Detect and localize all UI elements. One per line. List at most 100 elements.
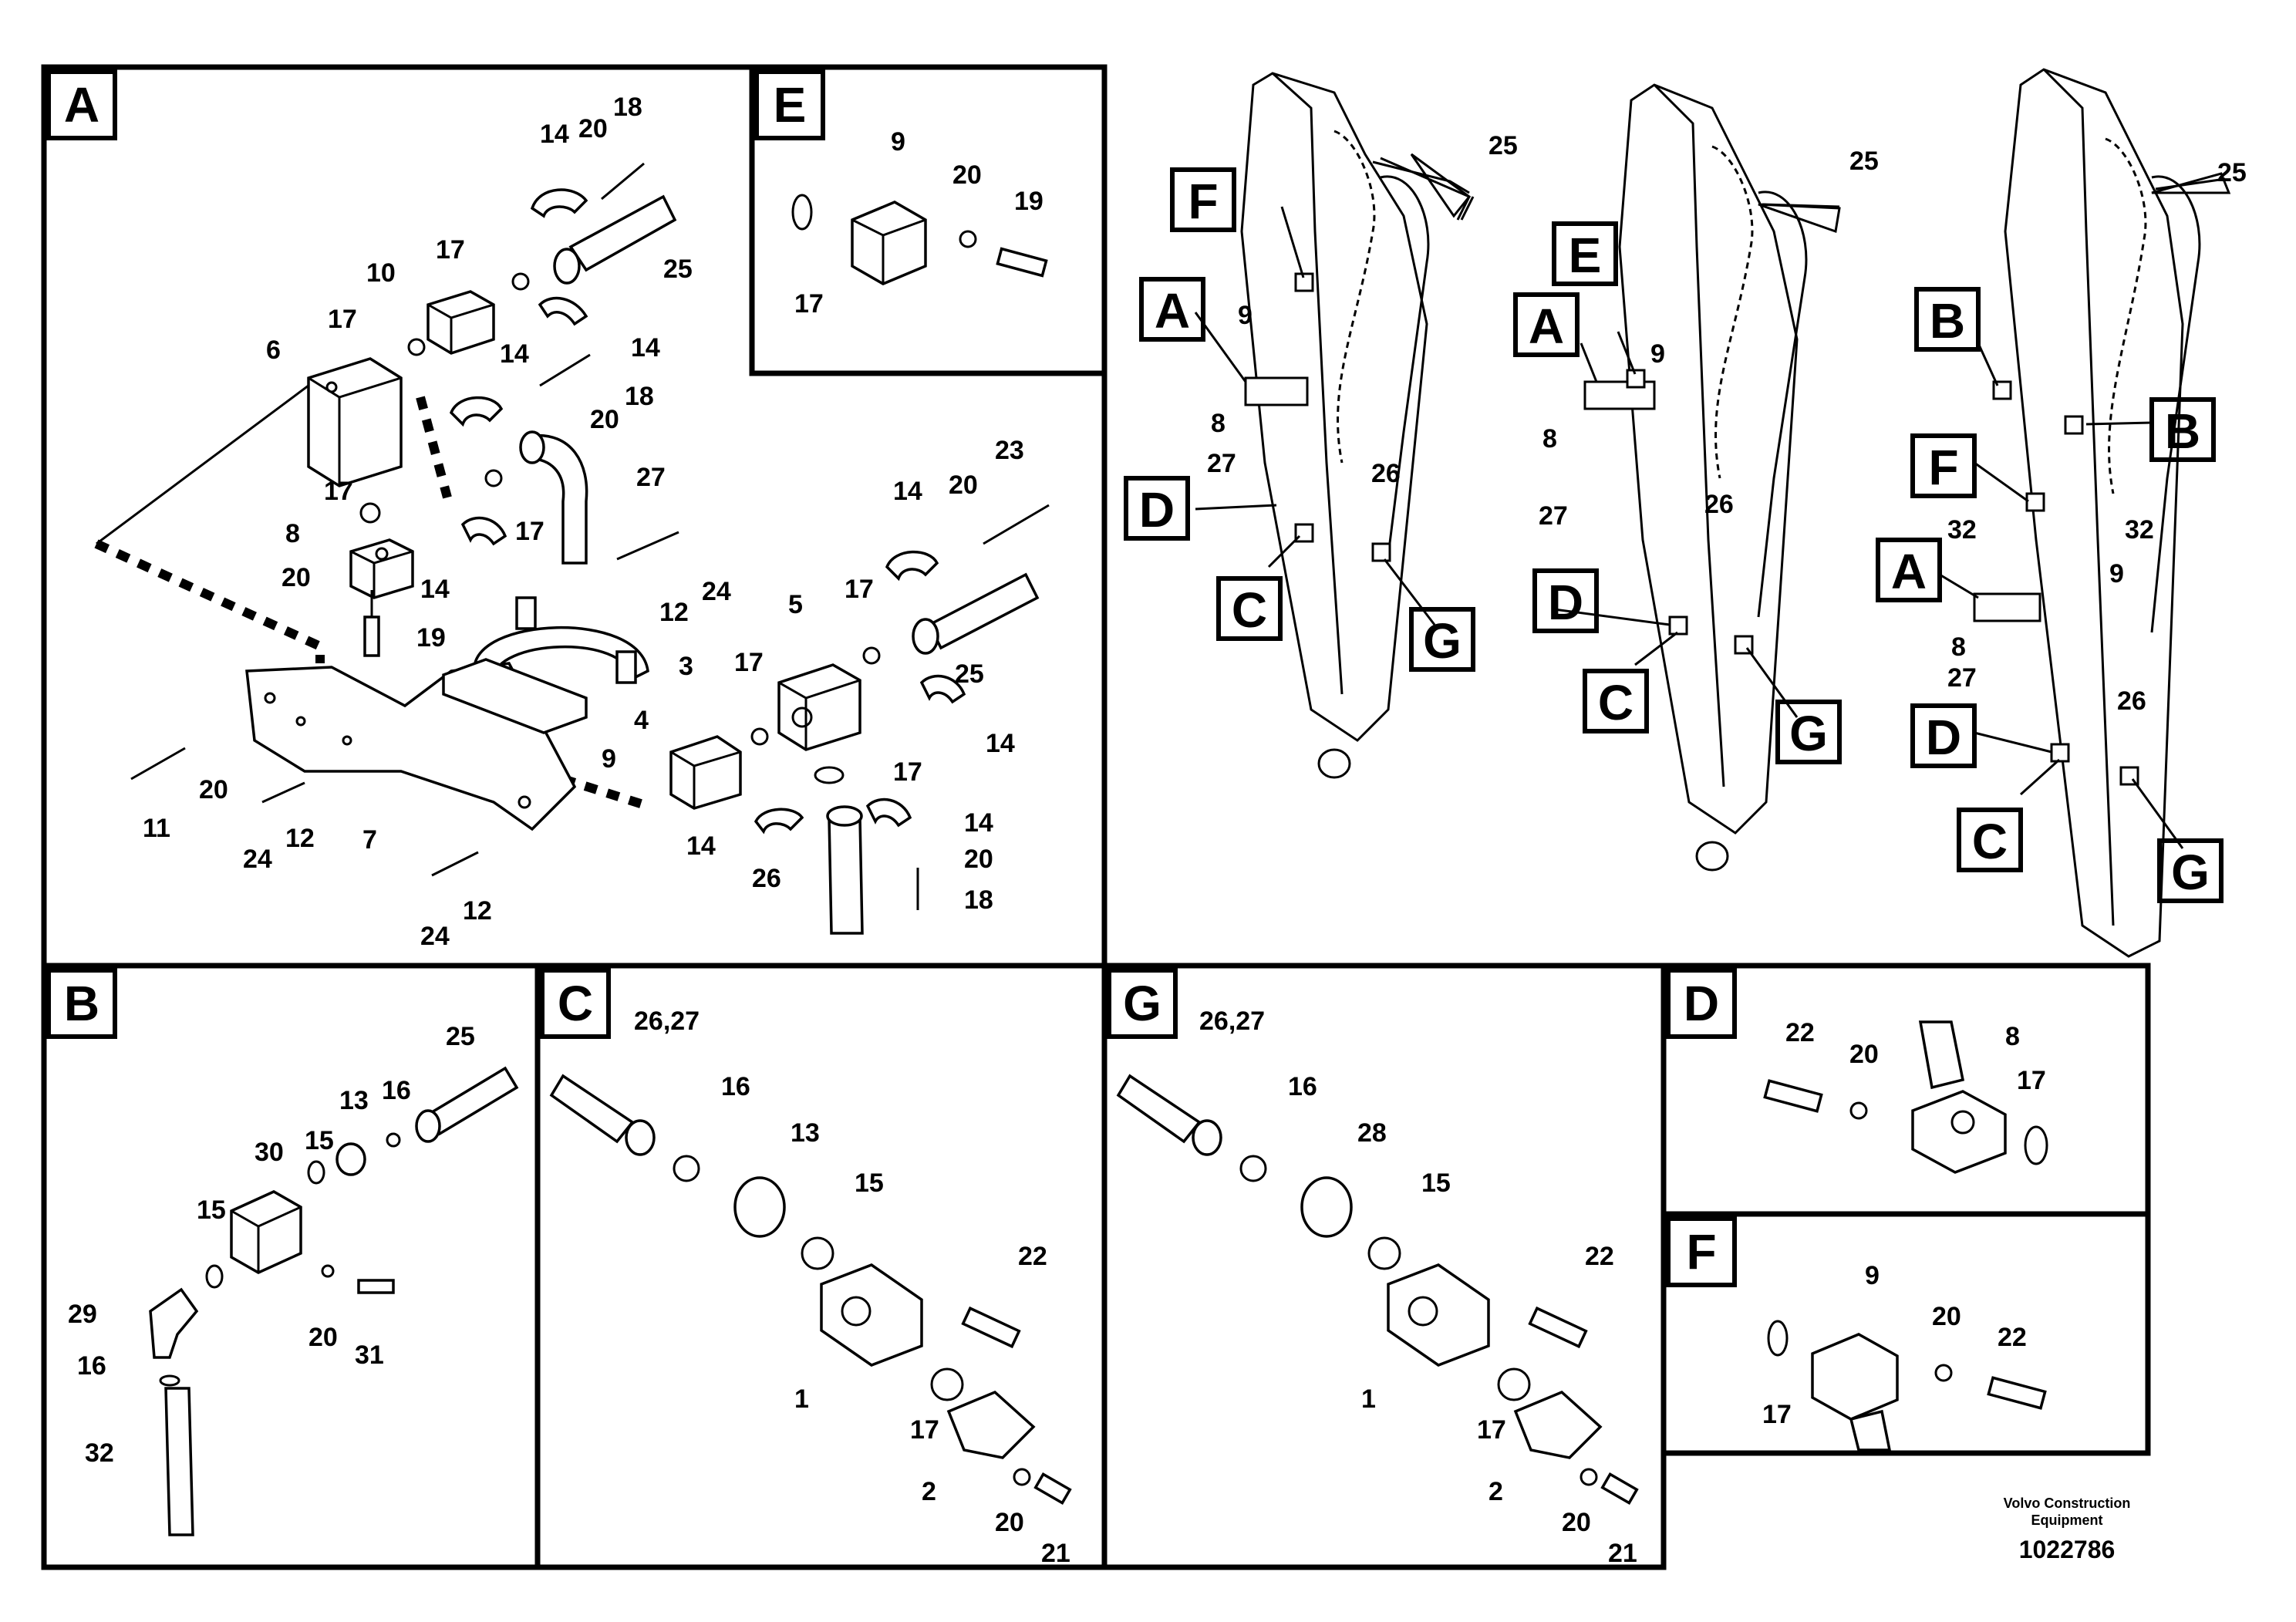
callout-label: 13 <box>339 1086 369 1115</box>
boom-letter: D <box>1139 482 1175 538</box>
o-ring-15 <box>1367 1236 1401 1270</box>
callout-label: 8 <box>1542 424 1557 454</box>
callout-label: 10 <box>366 258 396 288</box>
callout-label: 5 <box>788 590 803 619</box>
boom-3-letters: B B F A D C G 32 32 9 8 27 26 25 <box>1876 158 2247 903</box>
callout-label: 22 <box>1585 1242 1614 1271</box>
flange-half-2 <box>1513 1390 1603 1459</box>
o-ring-15 <box>205 1264 224 1289</box>
panel-f-drawing: 9 20 22 17 <box>1762 1261 2047 1452</box>
diagram-id: 1022786 <box>2019 1536 2116 1563</box>
callout-label: 8 <box>285 519 300 548</box>
o-ring-16 <box>1239 1155 1267 1182</box>
o-ring-16 <box>159 1374 180 1387</box>
callout-label: 28 <box>1357 1118 1387 1148</box>
bolt-21 <box>1600 1472 1639 1506</box>
callout-label: 9 <box>2109 559 2124 588</box>
bolt-11 <box>130 747 186 781</box>
elbow-29 <box>149 1287 199 1359</box>
callout-label: 9 <box>602 744 616 774</box>
panel-b-letter: B <box>46 968 117 1039</box>
panel-f-frame <box>1660 1211 2151 1456</box>
dashed-connector <box>561 774 649 811</box>
o-ring-17 <box>1497 1367 1531 1401</box>
bolt-22 <box>1987 1376 2047 1410</box>
brand-line-2: Equipment <box>2031 1512 2103 1528</box>
callout-label: 14 <box>986 729 1015 758</box>
callout-label: 6 <box>266 336 281 365</box>
bolt-24 <box>261 781 305 804</box>
callout-label: 22 <box>1018 1242 1047 1271</box>
panel-c-letter: C <box>540 968 611 1039</box>
washer-20 <box>1849 1101 1868 1120</box>
panel-c-letter-text: C <box>558 976 593 1031</box>
callout-label: 18 <box>613 93 642 122</box>
callout-label: 2 <box>1489 1477 1503 1506</box>
callout-label: 24 <box>243 845 272 874</box>
callout-label: 24 <box>420 922 450 951</box>
callout-label: 17 <box>515 517 544 546</box>
panel-e-letter: E <box>754 69 825 140</box>
callout-label: 17 <box>324 477 353 506</box>
o-ring-17 <box>814 766 845 784</box>
o-ring-16 <box>673 1155 700 1182</box>
boom-2-callouts <box>1553 203 1840 718</box>
o-ring-17 <box>511 272 530 291</box>
bolt-18 <box>539 353 591 387</box>
block-9 <box>669 735 742 810</box>
flange-1 <box>820 1263 923 1367</box>
callout-label: 15 <box>855 1168 884 1198</box>
clamp-3 <box>473 596 649 684</box>
flange-half-2 <box>946 1390 1036 1459</box>
footer: Volvo Construction Equipment 1022786 <box>2004 1496 2131 1563</box>
clamp-half-14 <box>885 550 939 582</box>
block-5 <box>777 663 861 751</box>
callout-label: 14 <box>893 477 922 506</box>
block-a <box>1973 592 2041 622</box>
callout-label: 17 <box>910 1415 939 1445</box>
boom-3-callouts <box>1939 177 2226 849</box>
hose-32 <box>164 1387 194 1536</box>
clamp-half-14 <box>460 516 507 546</box>
callout-label: 20 <box>995 1508 1024 1537</box>
hose-9 <box>1849 1409 1892 1452</box>
callout-label: 26,27 <box>634 1007 700 1036</box>
o-ring-17 <box>484 469 503 487</box>
callout-label: 2 <box>922 1477 936 1506</box>
o-ring-17 <box>862 646 881 665</box>
clamp-4 <box>442 658 588 734</box>
hose-25 <box>426 1066 519 1136</box>
boom-letter: A <box>1529 298 1564 354</box>
boom-letter: C <box>1972 814 2008 869</box>
panel-a-labels: 14 20 18 17 25 10 17 14 6 14 18 20 27 17… <box>143 93 1024 951</box>
callout-label: 8 <box>1211 409 1226 438</box>
callout-label: 20 <box>1562 1508 1591 1537</box>
callout-label: 14 <box>540 120 569 149</box>
panel-g-letter: G <box>1107 968 1178 1039</box>
o-ring-15 <box>801 1236 834 1270</box>
callout-label: 17 <box>2017 1066 2046 1095</box>
dashed-connector <box>94 539 325 663</box>
callout-label: 27 <box>1207 449 1236 478</box>
callout-label: 20 <box>949 470 978 500</box>
boom-letter: A <box>1891 544 1927 599</box>
clamp-half-14 <box>530 188 588 218</box>
boom-2-letters: E A D C G 9 8 27 26 25 <box>1513 147 1879 764</box>
clamp-half-14 <box>865 798 912 828</box>
o-ring-17 <box>1767 1320 1789 1357</box>
bolt-22 <box>1528 1306 1588 1349</box>
o-ring-17 <box>750 727 769 746</box>
callout-label: 8 <box>1951 632 1966 662</box>
callout-label: 23 <box>995 436 1024 465</box>
boom-letter: C <box>1598 675 1633 730</box>
hose-25-top <box>553 194 677 285</box>
panel-d-letter-text: D <box>1684 976 1719 1031</box>
bolt-22 <box>1763 1079 1823 1113</box>
panel-e-frame <box>749 64 1108 376</box>
callout-label: 17 <box>845 575 874 604</box>
boom-letter: G <box>2171 845 2210 900</box>
block-8 <box>349 538 414 599</box>
callout-label: 18 <box>625 382 654 411</box>
bolt-24 <box>431 851 479 877</box>
callout-label: 26 <box>752 864 781 893</box>
